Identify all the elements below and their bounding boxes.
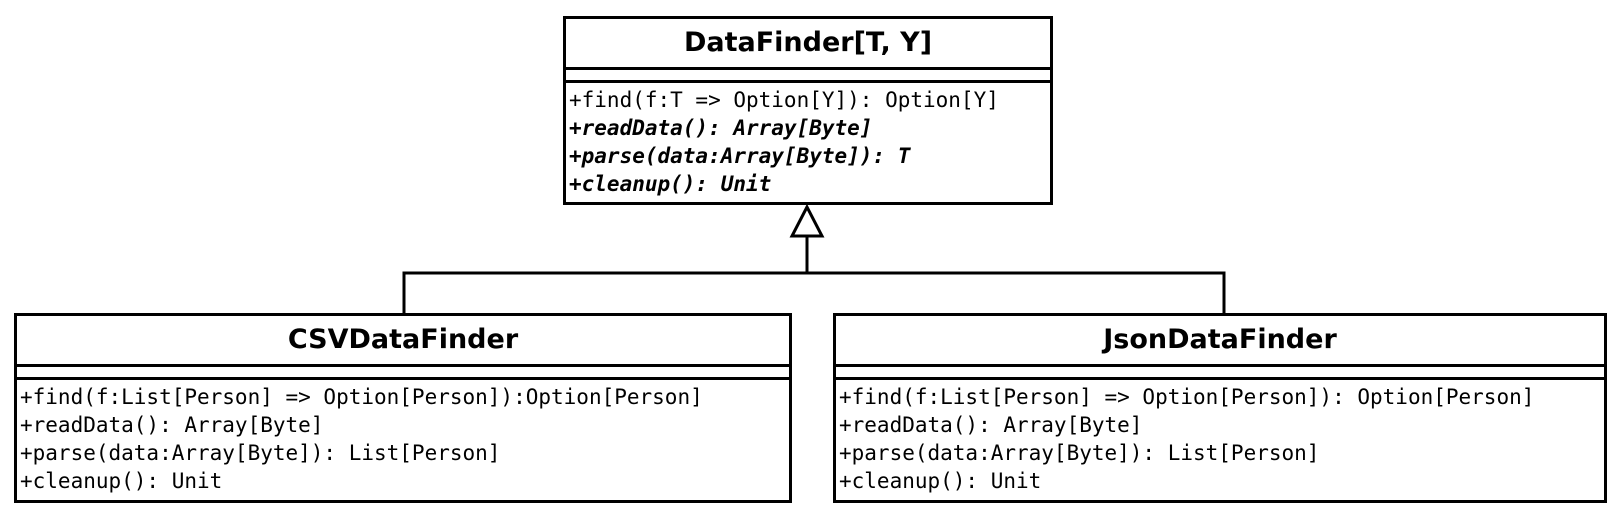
operation-cleanup: +cleanup(): Unit	[839, 469, 1042, 493]
csv-inheritance-line	[402, 271, 807, 314]
operation-find: +find(f:T => Option[Y]): Option[Y]	[569, 88, 999, 112]
operations-compartment: +find(f:List[Person] => Option[Person]):…	[17, 380, 789, 495]
operation-find: +find(f:List[Person] => Option[Person]):…	[20, 385, 703, 409]
attributes-compartment	[566, 70, 1050, 83]
class-name: DataFinder[T, Y]	[566, 19, 1050, 70]
operation-cleanup: +cleanup(): Unit	[569, 172, 772, 196]
class-name: CSVDataFinder	[17, 316, 789, 367]
class-jsondatafinder: JsonDataFinder +find(f:List[Person] => O…	[833, 313, 1607, 503]
operation-parse: +parse(data:Array[Byte]): T	[569, 144, 911, 168]
attributes-compartment	[836, 367, 1604, 380]
json-inheritance-line	[807, 271, 1226, 314]
operation-parse: +parse(data:Array[Byte]): List[Person]	[839, 441, 1320, 465]
class-name: JsonDataFinder	[836, 316, 1604, 367]
operations-compartment: +find(f:List[Person] => Option[Person]):…	[836, 380, 1604, 495]
operation-cleanup: +cleanup(): Unit	[20, 469, 223, 493]
operation-readdata: +readData(): Array[Byte]	[569, 116, 873, 140]
operation-readdata: +readData(): Array[Byte]	[20, 413, 324, 437]
operations-compartment: +find(f:T => Option[Y]): Option[Y] +read…	[566, 83, 1050, 198]
generalization-arrowhead-icon	[789, 203, 825, 238]
operation-parse: +parse(data:Array[Byte]): List[Person]	[20, 441, 501, 465]
operation-readdata: +readData(): Array[Byte]	[839, 413, 1143, 437]
class-datafinder: DataFinder[T, Y] +find(f:T => Option[Y])…	[563, 16, 1053, 205]
attributes-compartment	[17, 367, 789, 380]
class-csvdatafinder: CSVDataFinder +find(f:List[Person] => Op…	[14, 313, 792, 503]
operation-find: +find(f:List[Person] => Option[Person]):…	[839, 385, 1535, 409]
